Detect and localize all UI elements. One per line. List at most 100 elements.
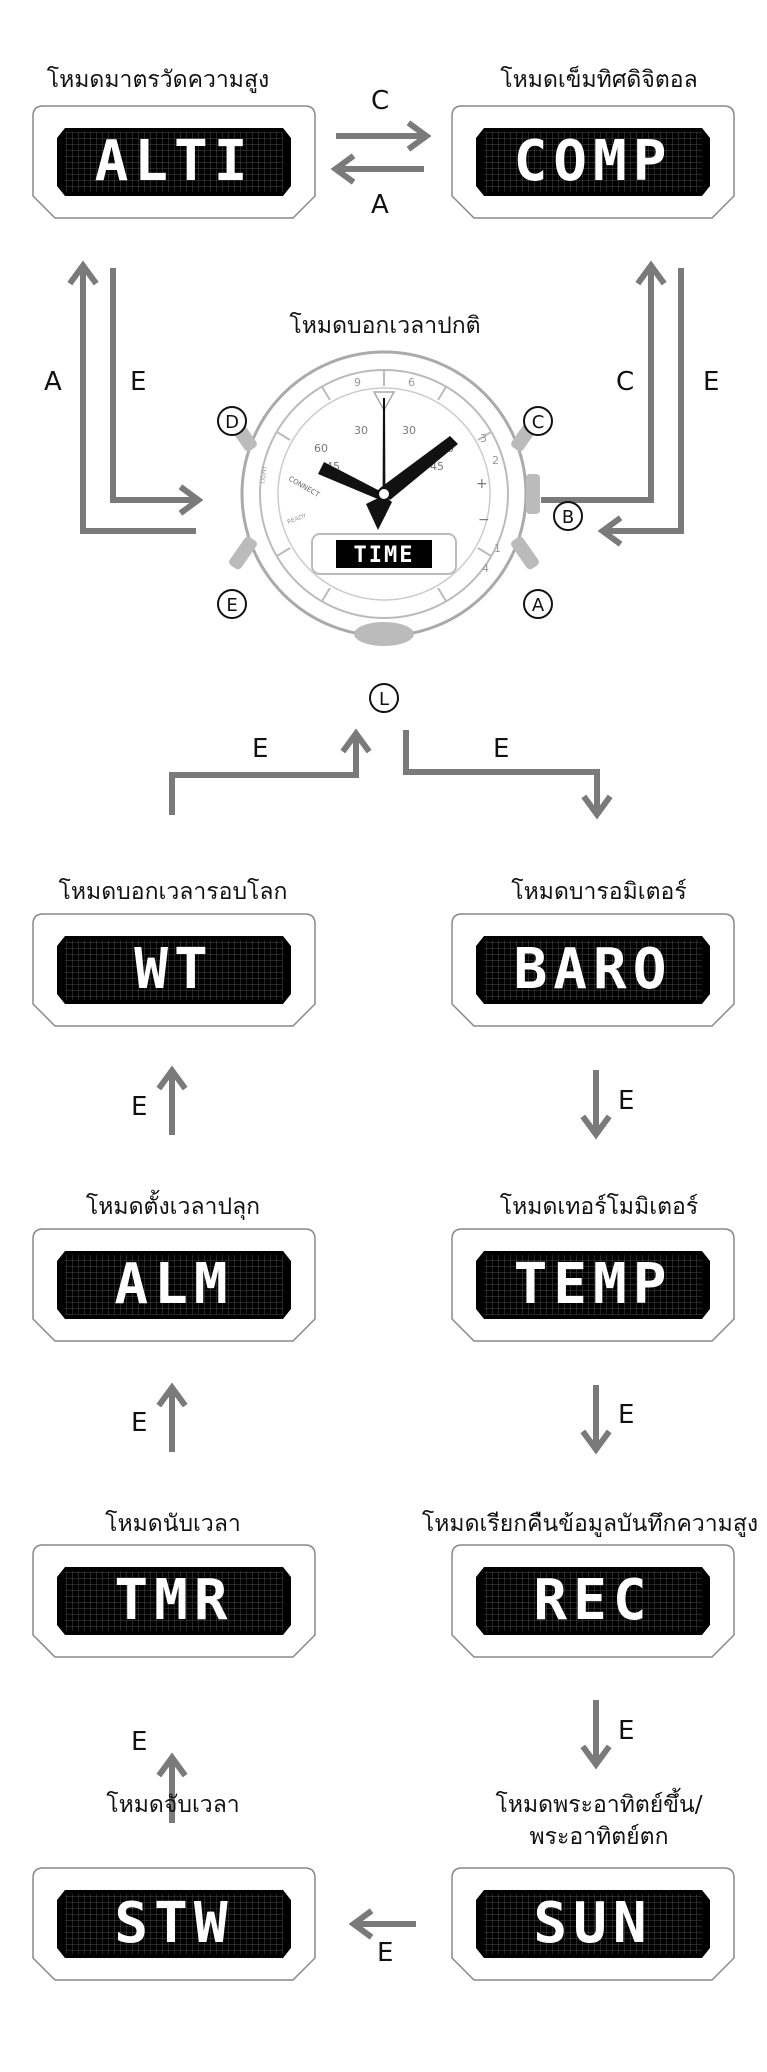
title-time: โหมดบอกเวลาปกติ: [289, 313, 481, 339]
watch-lcd-screen: [336, 540, 432, 568]
lcd-shapes: [32, 105, 735, 1981]
lcd-comp: COMP: [452, 106, 734, 218]
lcd-wt-grid: [65, 940, 283, 1000]
label-left-down: E: [130, 367, 147, 397]
lcd-tmr-grid: [65, 1571, 283, 1631]
lcd-sun: SUN: [452, 1868, 734, 1980]
watch-button-a-shape: [511, 536, 539, 570]
title-sun-line2: พระอาทิตย์ตก: [529, 1824, 669, 1850]
lcd-baro: BARO: [452, 914, 734, 1026]
label-time-to-baro: E: [493, 734, 510, 764]
badge-l: [369, 683, 399, 713]
lcd-rec: REC: [452, 1545, 734, 1657]
lcd-alm-grid: [65, 1255, 283, 1315]
lcd-tmr-text: TMR: [114, 1568, 234, 1633]
lcd-temp-text: TEMP: [513, 1252, 673, 1317]
arrow-time-to-alti: [67, 260, 196, 534]
bezel-ticks: [276, 370, 492, 602]
arrow-time-to-baro: [403, 730, 613, 820]
hand-pivot: [377, 487, 391, 501]
bezel-mark-3: 3: [480, 432, 487, 445]
title-tmr: โหมดนับเวลา: [105, 1511, 241, 1537]
bezel-mark-1: 1: [494, 542, 501, 555]
title-sun-line1: โหมดพระอาทิตย์ขึ้น/: [495, 1792, 703, 1818]
label-wt-to-time: E: [252, 734, 269, 764]
lcd-alm: ALM: [33, 1229, 315, 1341]
label-left-up: A: [44, 367, 62, 397]
bezel-mark-4: 4: [482, 562, 489, 575]
lcd-sun-text: SUN: [533, 1891, 653, 1956]
label-right-up: C: [616, 367, 635, 397]
lcd-temp: TEMP: [452, 1229, 734, 1341]
button-c-label: C: [532, 412, 545, 433]
bezel-mark-2: 2: [492, 454, 499, 467]
lcd-wt: WT: [33, 914, 315, 1026]
title-alti: โหมดมาตรวัดความสูง: [46, 67, 270, 93]
label-stw-to-tmr: E: [131, 1727, 148, 1757]
lcd-alm-text: ALM: [114, 1252, 234, 1317]
dial-minus: −: [478, 512, 490, 528]
title-baro: โหมดบารอมิเตอร์: [511, 879, 687, 905]
label-alm-to-wt: E: [131, 1092, 148, 1122]
lcd-baro-grid: [484, 940, 702, 1000]
minute-hand: [380, 436, 458, 500]
arrow-alti-to-time: [110, 268, 204, 516]
title-comp: โหมดเข็มทิศดิจิตอล: [500, 67, 698, 93]
label-sun-to-stw: E: [377, 1938, 394, 1968]
bezel-mark-9: 9: [354, 376, 361, 389]
watch-button-l-shape: [354, 622, 414, 646]
button-e-label: E: [226, 595, 237, 616]
lcd-stw-grid: [65, 1894, 283, 1954]
bezel-mark-6: 6: [408, 376, 415, 389]
badge-d: [217, 406, 247, 436]
label-comp-to-alti: A: [371, 190, 389, 220]
title-alm: โหมดตั้งเวลาปลุก: [85, 1194, 261, 1220]
button-l-label: L: [379, 689, 389, 710]
arrows-top: [67, 120, 684, 1940]
button-a-label: A: [532, 595, 545, 616]
title-wt: โหมดบอกเวลารอบโลก: [58, 879, 288, 905]
button-badges: [217, 406, 583, 713]
lcd-tmr: TMR: [33, 1545, 315, 1657]
lcd-baro-text: BARO: [513, 937, 673, 1002]
badge-a: [523, 589, 553, 619]
label-temp-to-rec: E: [618, 1400, 635, 1430]
side-label-light: LIGHT: [259, 465, 269, 484]
lcd-rec-text: REC: [533, 1568, 653, 1633]
lcd-alti: ALTI: [33, 106, 315, 218]
watch-lcd-text: TIME: [354, 543, 415, 568]
lcd-rec-grid: [484, 1571, 702, 1631]
dial-60-left: 60: [314, 442, 328, 455]
dial-30-right: 30: [402, 424, 416, 437]
watch-button-b-shape: [526, 474, 540, 514]
arrow-comp-to-time: [597, 268, 684, 547]
lcd-stw: STW: [33, 1868, 315, 1980]
lcd-comp-text: COMP: [513, 129, 673, 194]
button-badge-letters: D C B E A L: [225, 412, 574, 710]
label-tmr-to-alm: E: [131, 1408, 148, 1438]
dial-30-left: 30: [354, 424, 368, 437]
title-stw: โหมดจับเวลา: [106, 1792, 240, 1818]
lcd-stw-text: STW: [114, 1891, 234, 1956]
lower-hand: [366, 496, 392, 530]
watch-button-e-shape: [229, 536, 257, 570]
badge-c: [523, 406, 553, 436]
label-alti-to-comp: C: [371, 86, 390, 116]
badge-e: [217, 589, 247, 619]
lcd-alti-text: ALTI: [94, 129, 254, 194]
arrow-wt-to-time: [169, 728, 372, 815]
button-d-label: D: [225, 412, 239, 433]
label-rec-to-sun: E: [618, 1716, 635, 1746]
lcd-alti-grid: [65, 132, 283, 192]
hour-hand: [318, 462, 380, 500]
title-temp: โหมดเทอร์โมมิเตอร์: [499, 1194, 699, 1220]
lcd-sun-grid: [484, 1894, 702, 1954]
arrow-time-to-comp: [541, 260, 667, 503]
second-hand: [382, 398, 386, 516]
label-right-down: E: [703, 367, 720, 397]
lcd-temp-grid: [484, 1255, 702, 1315]
watch-illustration: 9 6 30 30 60 60 45 45 3 2 1 4 + − CONNEC…: [229, 350, 540, 646]
button-b-label: B: [562, 507, 574, 528]
lcd-wt-text: WT: [134, 937, 214, 1002]
